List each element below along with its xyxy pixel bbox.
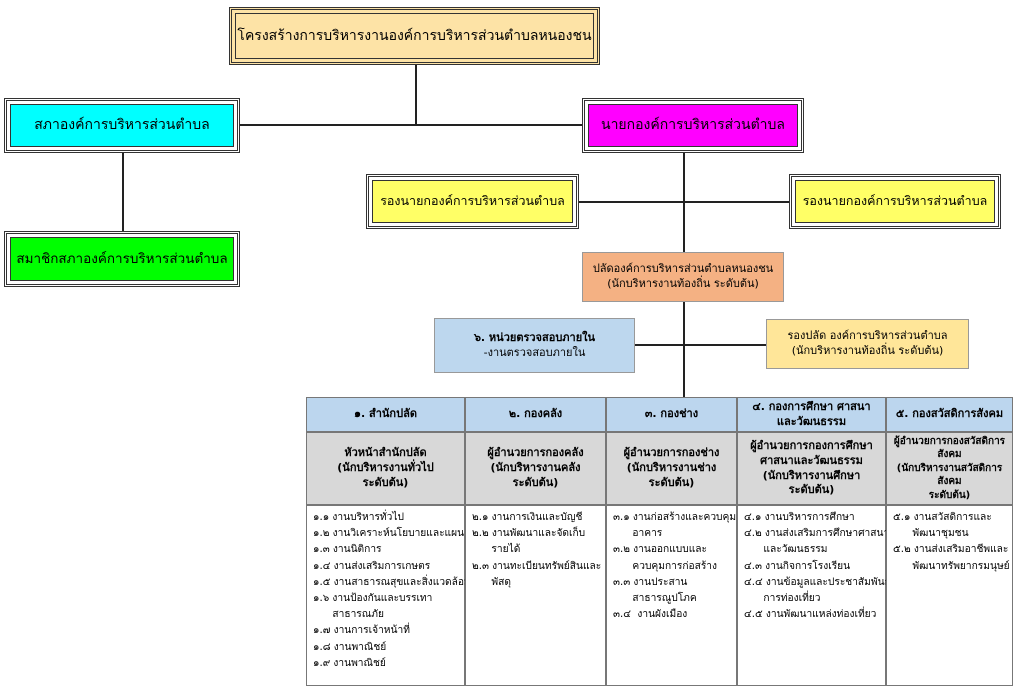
- dept-4-head-line: (นักบริหารงานศึกษา: [762, 468, 861, 482]
- list-item: ๓.๒ งานออกแบบและ: [613, 544, 708, 556]
- audit-line1: ๖. หน่วยตรวจสอบภายใน: [473, 330, 596, 344]
- dept-5-head-line: สังคม: [937, 449, 962, 461]
- clerk-box: ปลัดองค์การบริหารส่วนตำบลหนองชน (นักบริห…: [582, 252, 784, 302]
- dept-5-head-line: ระดับต้น): [928, 489, 971, 501]
- list-item: ควบคุมการก่อสร้าง: [613, 560, 717, 572]
- dept-3-head: ผู้อำนวยการกองช่าง (นักบริหารงานช่าง ระด…: [606, 432, 737, 505]
- dept-4-head-line: ศาสนาและวัฒนธรรม: [760, 453, 863, 467]
- connector-deputies: [577, 201, 791, 203]
- list-item: ๕.๑ งานสวัสดิการและ: [893, 512, 992, 523]
- deputy-mayor-left-text: รองนายกองค์การบริหารส่วนตำบล: [380, 193, 565, 209]
- list-item: ๓.๑ งานก่อสร้างและควบคุม: [613, 512, 737, 523]
- list-item: พัสดุ: [472, 576, 511, 588]
- dept-2-items: ๒.๑ งานการเงินและบัญชี ๒.๒ งานพัฒนาและจั…: [465, 505, 606, 686]
- dept-2-head-line: (นักบริหารงานคลัง: [490, 461, 581, 475]
- dept-5-head-line: ผู้อำนวยการกองสวัสดิการ: [893, 435, 1006, 447]
- dept-1-head: หัวหน้าสำนักปลัด (นักบริหารงานทั่วไป ระด…: [306, 432, 465, 505]
- list-item: ๑.๖ งานป้องกันและบรรเทา: [313, 593, 433, 605]
- list-item: ๒.๓ งานทะเบียนทรัพย์สินและ: [472, 560, 602, 572]
- dept-2-head-line: ผู้อำนวยการกองคลัง: [487, 446, 584, 460]
- dept-3-items: ๓.๑ งานก่อสร้างและควบคุม อาคาร ๓.๒ งานออ…: [606, 505, 737, 686]
- council-members-text: สมาชิกสภาองค์การบริหารส่วนตำบล: [16, 250, 228, 267]
- dept-5-header: ๕. กองสวัสดิการสังคม: [886, 397, 1013, 432]
- dept-1-head-line: ระดับต้น): [362, 475, 409, 489]
- list-item: ๑.๓ งานนิติการ: [313, 544, 382, 556]
- list-item: อาคาร: [613, 528, 663, 540]
- deputy-clerk-line1: รองปลัด องค์การบริหารส่วนตำบล: [787, 329, 948, 343]
- dept-2-head-line: ระดับต้น): [512, 475, 559, 489]
- clerk-line1: ปลัดองค์การบริหารส่วนตำบลหนองชน: [592, 262, 774, 276]
- dept-1-header: ๑. สำนักปลัด: [306, 397, 465, 432]
- council-members-box: สมาชิกสภาองค์การบริหารส่วนตำบล: [4, 231, 240, 287]
- clerk-line2: (นักบริหารงานท้องถิ่น ระดับต้น): [607, 277, 759, 290]
- list-item: พัฒนาชุมชน: [893, 528, 969, 540]
- connector-audit: [635, 344, 685, 346]
- list-item: ๑.๙ งานพาณิชย์: [313, 657, 386, 669]
- dept-5-head-line: (นักบริหารงานสวัสดิการสังคม: [896, 462, 1003, 488]
- audit-unit-box: ๖. หน่วยตรวจสอบภายใน -งานตรวจสอบภายใน: [434, 318, 635, 373]
- dept-2-header: ๒. กองคลัง: [465, 397, 606, 432]
- dept-3-header: ๓. กองช่าง: [606, 397, 737, 432]
- list-item: ๒.๒ งานพัฒนาและจัดเก็บ: [472, 528, 586, 540]
- dept-2-head: ผู้อำนวยการกองคลัง (นักบริหารงานคลัง ระด…: [465, 432, 606, 505]
- list-item: ๑.๕ งานสาธารณสุขและสิ่งแวดล้อม: [313, 576, 471, 588]
- list-item: รายได้: [472, 544, 521, 556]
- list-item: ๔.๕ งานพัฒนาแหล่งท่องเที่ยว: [744, 609, 877, 621]
- list-item: ๔.๓ งานกิจการโรงเรียน: [744, 560, 851, 572]
- list-item: ๓.๓ งานประสาน: [613, 576, 688, 588]
- connector-title-down: [415, 64, 417, 126]
- list-item: ๑.๔ งานส่งเสริมการเกษตร: [313, 560, 431, 572]
- mayor-text: นายกองค์การบริหารส่วนตำบล: [601, 117, 785, 134]
- list-item: ๔.๔ งานข้อมูลและประชาสัมพันธ์: [744, 576, 891, 588]
- connector-council-mayor: [238, 124, 584, 126]
- connector-deputy-clerk: [683, 344, 766, 346]
- dept-1-head-line: (นักบริหารงานทั่วไป: [337, 461, 434, 475]
- list-item: สาธารณภัย: [313, 609, 384, 621]
- dept-3-head-line: ผู้อำนวยการกองช่าง: [623, 446, 720, 460]
- dept-1-items: ๑.๑ งานบริหารทั่วไป ๑.๒ งานวิเคราะห์นโยบ…: [306, 505, 471, 686]
- list-item: ๓.๔ งานผังเมือง: [613, 609, 688, 621]
- deputy-clerk-box: รองปลัด องค์การบริหารส่วนตำบล (นักบริหาร…: [766, 319, 969, 369]
- dept-4-head-line: ระดับต้น): [788, 483, 835, 497]
- list-item: ๑.๗ งานการเจ้าหน้าที่: [313, 625, 410, 637]
- connector-clerk-down: [683, 302, 685, 398]
- dept-3-head-line: ระดับต้น): [648, 475, 695, 489]
- list-item: การท่องเที่ยว: [744, 593, 821, 605]
- audit-line2: -งานตรวจสอบภายใน: [483, 345, 586, 359]
- dept-3-head-line: (นักบริหารงานช่าง: [626, 461, 717, 475]
- connector-council-members: [122, 151, 124, 233]
- list-item: ๑.๘ งานพาณิชย์: [313, 641, 387, 653]
- dept-5-head: ผู้อำนวยการกองสวัสดิการ สังคม (นักบริหาร…: [886, 432, 1013, 505]
- dept-4-head-line: ผู้อำนวยการกองการศึกษา: [750, 438, 873, 452]
- dept-4-head: ผู้อำนวยการกองการศึกษา ศาสนาและวัฒนธรรม …: [737, 432, 886, 505]
- list-item: และวัฒนธรรม: [744, 544, 828, 556]
- deputy-mayor-right-text: รองนายกองค์การบริหารส่วนตำบล: [802, 193, 988, 209]
- deputy-mayor-right-box: รองนายกองค์การบริหารส่วนตำบล: [789, 174, 1001, 229]
- list-item: ๑.๑ งานบริหารทั่วไป: [313, 512, 404, 523]
- list-item: ๕.๒ งานส่งเสริมอาชีพและ: [893, 544, 1009, 556]
- deputy-clerk-line2: (นักบริหารงานท้องถิ่น ระดับต้น): [791, 344, 944, 357]
- list-item: พัฒนาทรัพยากรมนุษย์: [893, 560, 1010, 572]
- dept-4-header: ๔. กองการศึกษา ศาสนาและวัฒนธรรม: [737, 397, 886, 432]
- org-title-text: โครงสร้างการบริหารงานองค์การบริหารส่วนตำ…: [237, 27, 592, 44]
- dept-4-items: ๔.๑ งานบริหารการศึกษา ๔.๒ งานส่งเสริมการ…: [737, 505, 891, 686]
- list-item: ๑.๒ งานวิเคราะห์นโยบายและแผน: [313, 528, 465, 540]
- list-item: ๔.๒ งานส่งเสริมการศึกษาศาสนา: [744, 528, 890, 540]
- council-text: สภาองค์การบริหารส่วนตำบล: [34, 117, 210, 134]
- deputy-mayor-left-box: รองนายกองค์การบริหารส่วนตำบล: [366, 174, 579, 229]
- council-box: สภาองค์การบริหารส่วนตำบล: [4, 98, 240, 153]
- list-item: ๒.๑ งานการเงินและบัญชี: [472, 512, 583, 523]
- list-item: ๔.๑ งานบริหารการศึกษา: [744, 512, 855, 523]
- dept-1-head-line: หัวหน้าสำนักปลัด: [344, 446, 427, 460]
- dept-5-items: ๕.๑ งานสวัสดิการและ พัฒนาชุมชน ๕.๒ งานส่…: [886, 505, 1013, 686]
- mayor-box: นายกองค์การบริหารส่วนตำบล: [582, 98, 804, 153]
- org-title: โครงสร้างการบริหารงานองค์การบริหารส่วนตำ…: [229, 7, 600, 65]
- list-item: สาธารณูปโภค: [613, 593, 697, 605]
